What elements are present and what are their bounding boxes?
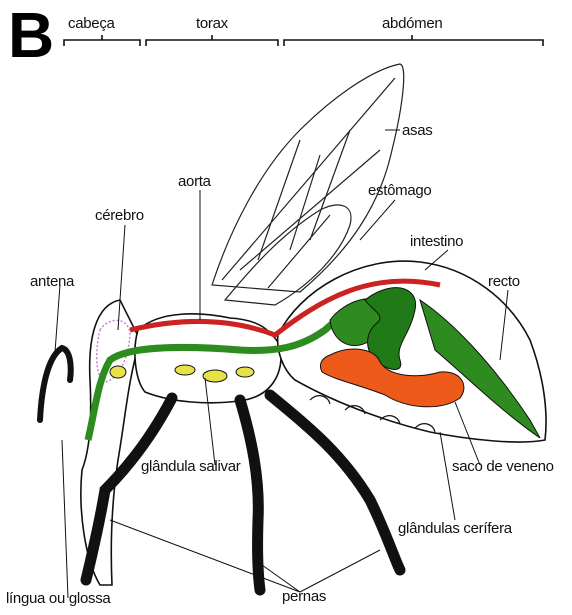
abdomen-bracket (284, 35, 543, 46)
label-salivary-gland: glândula salivar (141, 458, 240, 475)
label-thorax: torax (196, 15, 228, 32)
label-rectum: recto (488, 273, 520, 290)
thorax-bracket (146, 35, 278, 46)
label-brain: cérebro (95, 207, 144, 224)
label-tongue: língua ou glossa (6, 590, 110, 607)
antenna (40, 348, 71, 420)
label-aorta: aorta (178, 173, 211, 190)
label-wax-glands: glândulas cerífera (398, 520, 512, 537)
region-brackets (64, 35, 543, 46)
label-antenna: antena (30, 273, 74, 290)
label-venom-sac: saco de veneno (452, 458, 554, 475)
label-abdomen: abdómen (382, 15, 442, 32)
label-wings: asas (402, 122, 433, 139)
legs (86, 395, 400, 590)
head-bracket (64, 35, 140, 46)
hind-leg (270, 395, 400, 570)
label-legs: pernas (282, 588, 326, 605)
label-stomach: estômago (368, 182, 431, 199)
label-head: cabeça (68, 15, 115, 32)
label-intestine: intestino (410, 233, 463, 250)
